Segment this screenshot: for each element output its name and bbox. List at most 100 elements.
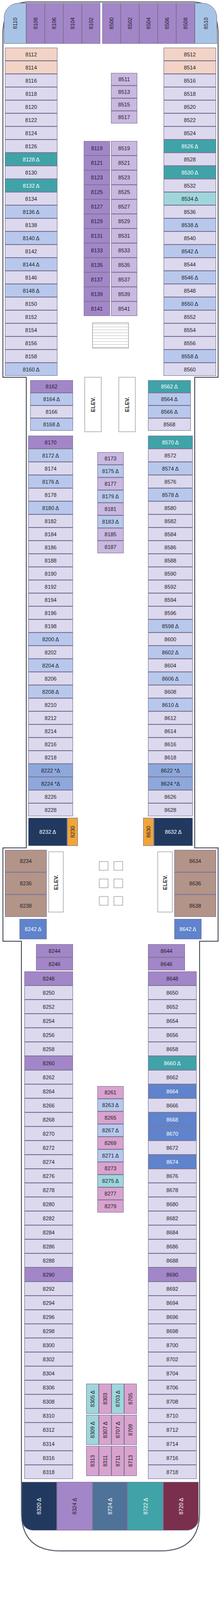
cabin-box: 8636 xyxy=(174,873,217,896)
cabin-box: 8116 xyxy=(4,73,58,88)
cabin-box: 8662 xyxy=(147,1071,197,1086)
cabin-box: 8614 xyxy=(147,725,193,739)
cabin-number: 8511 xyxy=(118,76,130,83)
cabin-number: 8720 Δ xyxy=(178,1499,184,1517)
elevator-label-box: ELEV. xyxy=(120,380,134,430)
cabin-box: 8198 xyxy=(28,620,74,634)
cabin-box: 8556 xyxy=(163,336,217,350)
cabin-number: 8316 xyxy=(42,1456,55,1463)
cabin-box: 8256 xyxy=(24,1029,74,1044)
cabin-box: 8172 Δ xyxy=(28,449,74,463)
cabin-box: 8610 Δ xyxy=(147,699,193,713)
cabin-number: 8112 xyxy=(25,51,37,57)
cabin-number: 8523 xyxy=(118,175,130,181)
cabin-number: 8120 xyxy=(25,104,37,110)
cabin-box: 8120 xyxy=(4,100,58,114)
cabin-number: 8710 xyxy=(166,1414,179,1420)
cabin-box: 8277 xyxy=(97,1188,124,1202)
cabin-number: 8662 xyxy=(166,1075,179,1082)
cabin-number: 8194 xyxy=(44,597,57,604)
cabin-number: 8506 xyxy=(164,17,170,30)
cabin-box: 8282 xyxy=(24,1212,74,1227)
cabin-box: 8686 xyxy=(147,1240,197,1255)
cabin-number: 8686 xyxy=(166,1245,179,1251)
cabin-number: 8311 xyxy=(102,1456,109,1469)
cabin-number: 8258 xyxy=(42,1047,55,1053)
cabin-number: 8539 xyxy=(118,292,130,298)
cabin-number: 8140 Δ xyxy=(22,235,40,241)
cabin-number: 8568 xyxy=(163,422,176,428)
cabin-number: 8690 xyxy=(166,1273,179,1279)
cabin-number: 8124 xyxy=(25,130,37,136)
cabin-box: 8136 Δ xyxy=(4,205,58,219)
cabin-number: 8502 xyxy=(127,17,133,30)
cabin-box: 8698 xyxy=(147,1325,197,1340)
cabin-number: 8174 xyxy=(44,466,57,472)
cabin-box: 8206 xyxy=(28,672,74,686)
cabin-box: 8230 xyxy=(67,818,78,848)
cabin-number: 8160 Δ xyxy=(22,367,40,373)
cabin-box: 8176 Δ xyxy=(28,475,74,489)
cabin-number: 8688 xyxy=(166,1259,179,1265)
cabin-box: 8624 *Δ xyxy=(147,777,193,792)
cabin-box: 8552 xyxy=(163,310,217,324)
cabin-number: 8263 Δ xyxy=(102,1104,119,1110)
cabin-box: 8718 xyxy=(147,1466,197,1481)
elevator-label: ELEV. xyxy=(124,397,130,413)
cabin-number: 8114 xyxy=(25,64,37,71)
cabin-number: 8158 xyxy=(25,353,37,360)
cabin-box: 8672 xyxy=(147,1141,197,1157)
cabin-number: 8586 xyxy=(164,545,177,551)
cabin-box: 8304 xyxy=(24,1367,74,1382)
cabin-box: 8306 xyxy=(24,1381,74,1397)
cabin-number: 8634 xyxy=(189,859,202,866)
cabin-box: 8271 Δ xyxy=(97,1150,124,1164)
cabin-box: 8131 xyxy=(83,228,111,244)
cabin-number: 8308 xyxy=(42,1400,55,1406)
cabin-number: 8102 xyxy=(88,17,94,30)
cabin-box: 8102 xyxy=(81,2,101,44)
cabin-number: 8552 xyxy=(184,314,196,320)
cabin-number: 8135 xyxy=(91,262,103,269)
cabin-box: 8664 xyxy=(147,1085,197,1100)
cabin-box: 8612 xyxy=(147,712,193,726)
cabin-box: 8600 xyxy=(147,633,193,647)
cabin-number: 8684 xyxy=(166,1231,179,1237)
cabin-number: 8574 Δ xyxy=(162,466,179,472)
cabin-box: 8602 Δ xyxy=(147,646,193,660)
cabin-number: 8515 xyxy=(118,102,130,108)
cabin-number: 8224 *Δ xyxy=(40,781,60,788)
cabin-box: 8713 xyxy=(124,1447,137,1478)
cabin-number: 8600 xyxy=(164,637,177,643)
cabin-box: 8676 xyxy=(147,1170,197,1185)
cabin-number: 8206 xyxy=(44,676,57,682)
cabin-box: 8303 xyxy=(98,1385,112,1416)
cabin-box: 8156 xyxy=(4,336,58,350)
cabin-box: 8228 xyxy=(28,804,74,818)
cabin-box: 8184 xyxy=(28,528,74,542)
cabin-number: 8638 xyxy=(189,904,202,910)
cabin-number: 8622 *Δ xyxy=(160,768,180,774)
cabin-number: 8264 xyxy=(42,1089,55,1096)
cabin-number: 8214 xyxy=(44,729,57,735)
cabin-box: 8187 xyxy=(97,541,124,554)
cabin-box: 8722 Δ xyxy=(127,1483,164,1533)
cabin-box: 8200 Δ xyxy=(28,633,74,647)
cabin-box: 8261 xyxy=(97,1087,124,1101)
cabin-number: 8676 xyxy=(166,1174,179,1180)
cabin-number: 8270 xyxy=(42,1132,55,1138)
cabin-number: 8256 xyxy=(42,1033,55,1039)
cabin-box: 8174 xyxy=(28,462,74,476)
cabin-number: 8307 Δ xyxy=(102,1423,109,1440)
cabin-number: 8138 xyxy=(25,222,37,228)
cabin-number: 8556 xyxy=(184,340,196,347)
cabin-box: 8314 xyxy=(24,1438,74,1453)
elevator-label: ELEV. xyxy=(162,876,168,892)
cabin-box: 8682 xyxy=(147,1212,197,1227)
cabin-number: 8713 xyxy=(128,1456,134,1469)
cabin-number: 8668 xyxy=(166,1118,179,1124)
cabin-box: 8246 xyxy=(36,958,74,972)
cabin-box: 8700 xyxy=(147,1339,197,1354)
cabin-number: 8222 *Δ xyxy=(40,768,60,774)
cabin-box: 8524 xyxy=(163,126,217,140)
